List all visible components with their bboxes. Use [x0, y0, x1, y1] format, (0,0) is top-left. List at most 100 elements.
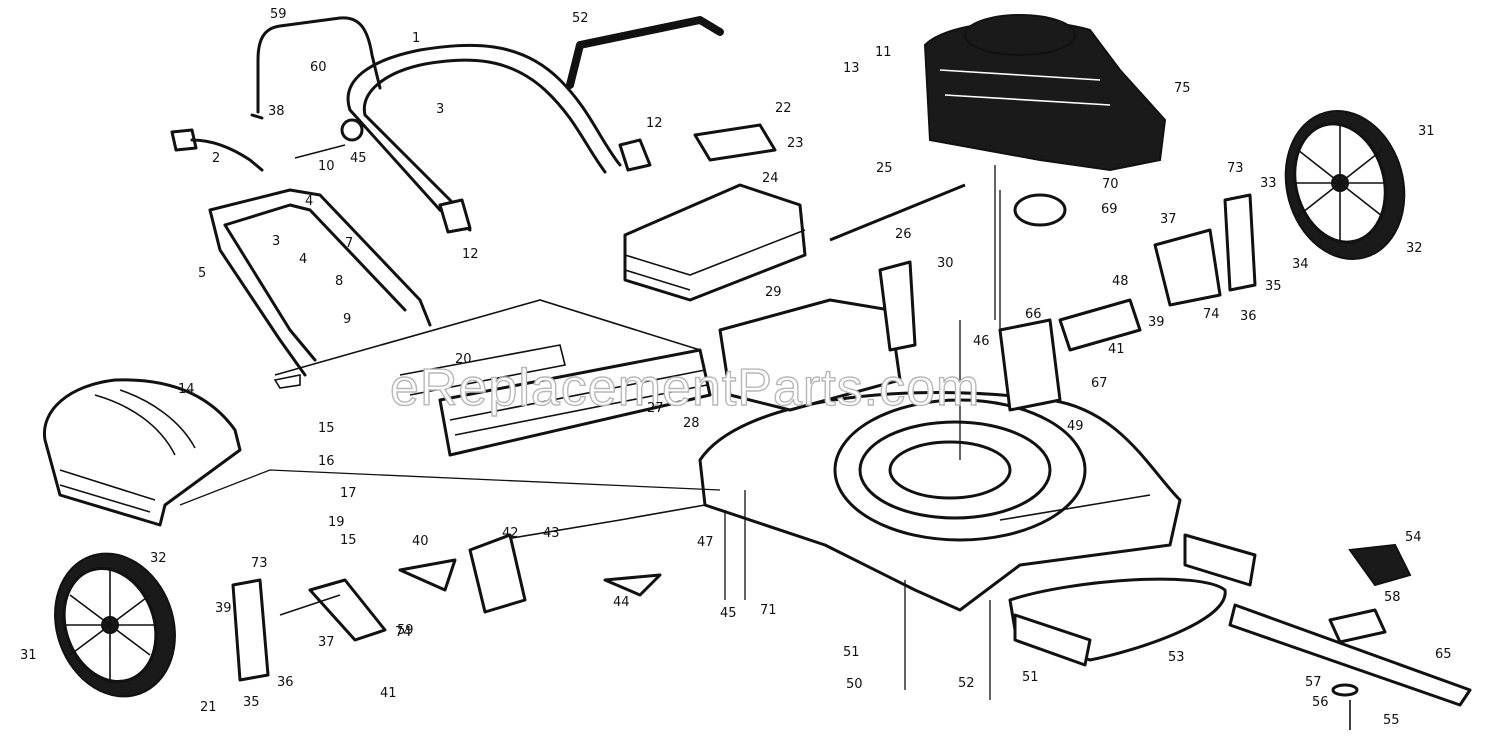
callout-labels: 1233445789101112121314151516171920212223… — [20, 7, 1452, 728]
part-callout-c51b: 51 — [1022, 670, 1039, 685]
part-callout-c36: 36 — [1240, 309, 1257, 324]
part-callout-c32: 32 — [1406, 241, 1423, 256]
part-callout-c31b: 31 — [20, 648, 37, 663]
part-callout-c27: 27 — [647, 401, 664, 416]
blade-assembly — [1228, 543, 1472, 730]
handle-clamp-12b — [438, 198, 472, 234]
part-callout-c24: 24 — [762, 171, 779, 186]
part-callout-c21: 21 — [200, 700, 217, 715]
part-callout-c22: 22 — [775, 101, 792, 116]
part-callout-c47: 47 — [697, 535, 714, 550]
part-callout-c55: 55 — [1383, 713, 1400, 728]
part-callout-c5: 5 — [198, 266, 206, 281]
assembly-line-bolts — [904, 580, 991, 700]
discharge-chute — [1008, 533, 1257, 667]
part-callout-c19: 19 — [328, 515, 345, 530]
rear-right-wheel — [1284, 110, 1406, 260]
part-callout-c40: 40 — [412, 534, 429, 549]
part-callout-c49: 49 — [1067, 419, 1084, 434]
assembly-line-left — [179, 469, 721, 506]
part-callout-c73b: 73 — [251, 556, 268, 571]
front-left-wheel — [54, 552, 176, 698]
part-callout-c73: 73 — [1227, 161, 1244, 176]
part-callout-c33: 33 — [1260, 176, 1277, 191]
part-callout-c16: 16 — [318, 454, 335, 469]
part-callout-c66: 66 — [1025, 307, 1042, 322]
part-callout-c57: 57 — [1305, 675, 1322, 690]
part-callout-c70: 70 — [1102, 177, 1119, 192]
part-callout-c2: 2 — [212, 151, 220, 166]
part-callout-c32b: 32 — [150, 551, 167, 566]
watermark: eReplacementParts.com — [390, 359, 980, 417]
part-callout-c11: 11 — [875, 45, 892, 60]
part-callout-c50: 50 — [846, 677, 863, 692]
upper-handle — [346, 43, 622, 232]
part-callout-c74b: 74 — [395, 625, 412, 640]
part-callout-c34: 34 — [1292, 257, 1309, 272]
part-callout-c54: 54 — [1405, 530, 1422, 545]
part-callout-c74: 74 — [1203, 307, 1220, 322]
starter-rope-guide — [566, 16, 724, 89]
part-callout-c25: 25 — [876, 161, 893, 176]
part-callout-c45: 45 — [350, 151, 367, 166]
part-callout-c44: 44 — [613, 595, 630, 610]
part-callout-c53: 53 — [1168, 650, 1185, 665]
engine-cover — [623, 183, 807, 302]
part-callout-c38: 38 — [268, 104, 285, 119]
wheel-plate-42 — [468, 533, 527, 614]
part-callout-c30: 30 — [937, 256, 954, 271]
part-callout-c60: 60 — [310, 60, 327, 75]
plate-23 — [693, 123, 777, 162]
part-callout-c15b: 15 — [340, 533, 357, 548]
handle-clamp-12a — [618, 138, 652, 172]
part-callout-c65: 65 — [1435, 647, 1452, 662]
part-callout-c48: 48 — [1112, 274, 1129, 289]
bracket-29 — [718, 298, 902, 412]
part-callout-c12: 12 — [646, 116, 663, 131]
part-callout-c28: 28 — [683, 416, 700, 431]
wheel-cover-40 — [398, 558, 457, 592]
part-callout-c4b: 4 — [299, 252, 307, 267]
part-callout-c51: 51 — [843, 645, 860, 660]
part-callout-c3: 3 — [272, 234, 280, 249]
part-callout-c56: 56 — [1312, 695, 1329, 710]
handle-bolt-10 — [294, 144, 346, 159]
part-callout-c39: 39 — [1148, 315, 1165, 330]
part-callout-c31: 31 — [1418, 124, 1435, 139]
part-callout-c41: 41 — [1108, 342, 1125, 357]
part-callout-c26: 26 — [895, 227, 912, 242]
part-callout-c13: 13 — [843, 61, 860, 76]
lower-handle — [208, 188, 432, 377]
rear-shield — [42, 378, 242, 527]
right-height-adjuster — [1153, 193, 1257, 307]
part-callout-c29: 29 — [765, 285, 782, 300]
part-callout-c42: 42 — [502, 526, 519, 541]
part-callout-c35b: 35 — [243, 695, 260, 710]
part-callout-c75: 75 — [1174, 81, 1191, 96]
grass-bag-frame — [273, 299, 712, 457]
handle-bracket-38 — [340, 118, 364, 142]
rod-26 — [829, 183, 966, 242]
part-callout-c12b: 12 — [462, 247, 479, 262]
part-callout-c10: 10 — [318, 159, 335, 174]
control-bail — [250, 16, 382, 120]
part-callout-c4: 4 — [305, 194, 313, 209]
pulley-69 — [1013, 193, 1067, 227]
part-callout-c14: 14 — [178, 382, 195, 397]
part-callout-c36b: 36 — [277, 675, 294, 690]
part-callout-c1: 1 — [412, 31, 420, 46]
part-callout-c59: 59 — [270, 7, 287, 22]
part-callout-c20: 20 — [455, 352, 472, 367]
engine — [923, 14, 1167, 172]
cable-clip — [190, 138, 264, 172]
part-callout-c58: 58 — [1384, 590, 1401, 605]
part-callout-c3b: 3 — [436, 102, 444, 117]
part-callout-c59b: 59 — [397, 623, 414, 638]
handle-knob — [170, 128, 198, 152]
part-callout-c17: 17 — [340, 486, 357, 501]
part-callout-c15: 15 — [318, 421, 335, 436]
right-rear-plate-66 — [998, 318, 1062, 412]
part-callout-c35: 35 — [1265, 279, 1282, 294]
part-callout-c46: 46 — [973, 334, 990, 349]
